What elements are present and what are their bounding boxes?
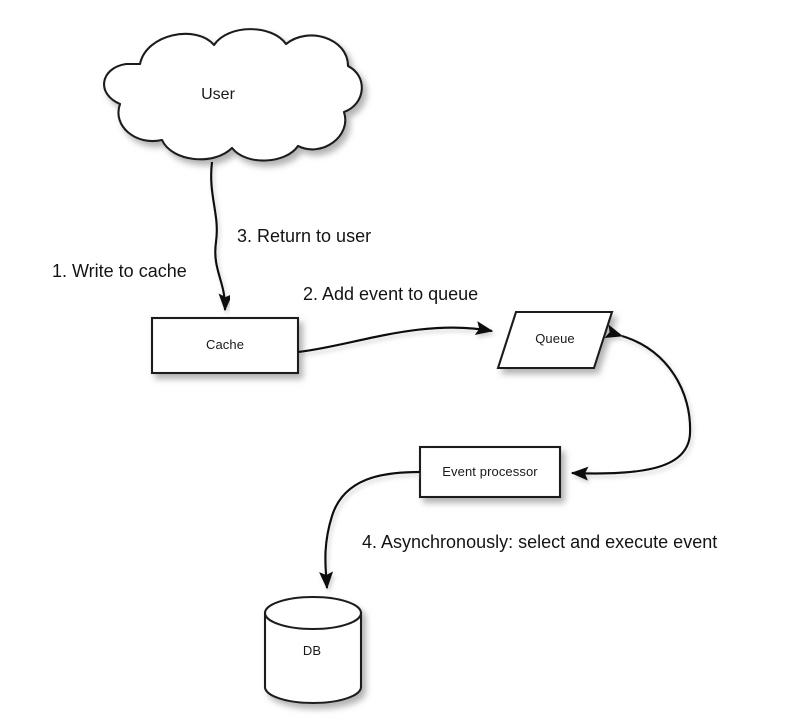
step-label-2-add-event-to-queue: 2. Add event to queue [303, 284, 479, 304]
node-db-cylinder[interactable] [263, 595, 363, 705]
node-queue-parallelogram[interactable] [496, 310, 614, 370]
node-cache-box[interactable] [150, 316, 300, 375]
step-label-1-write-to-cache: 1. Write to cache [52, 261, 187, 281]
step-label-4-asynchronously-select-and-execute-event: 4. Asynchronously: select and execute ev… [362, 532, 718, 552]
step-label-3-return-to-user: 3. Return to user [237, 226, 372, 246]
node-event-processor-box[interactable] [418, 445, 562, 499]
edge-cache-to-queue [297, 321, 494, 354]
edge-event-processor-to-db [319, 470, 421, 590]
edge-queue-event-processor-loop [570, 324, 692, 481]
edge-user-to-cache [210, 161, 233, 312]
node-user-cloud[interactable] [103, 28, 363, 162]
